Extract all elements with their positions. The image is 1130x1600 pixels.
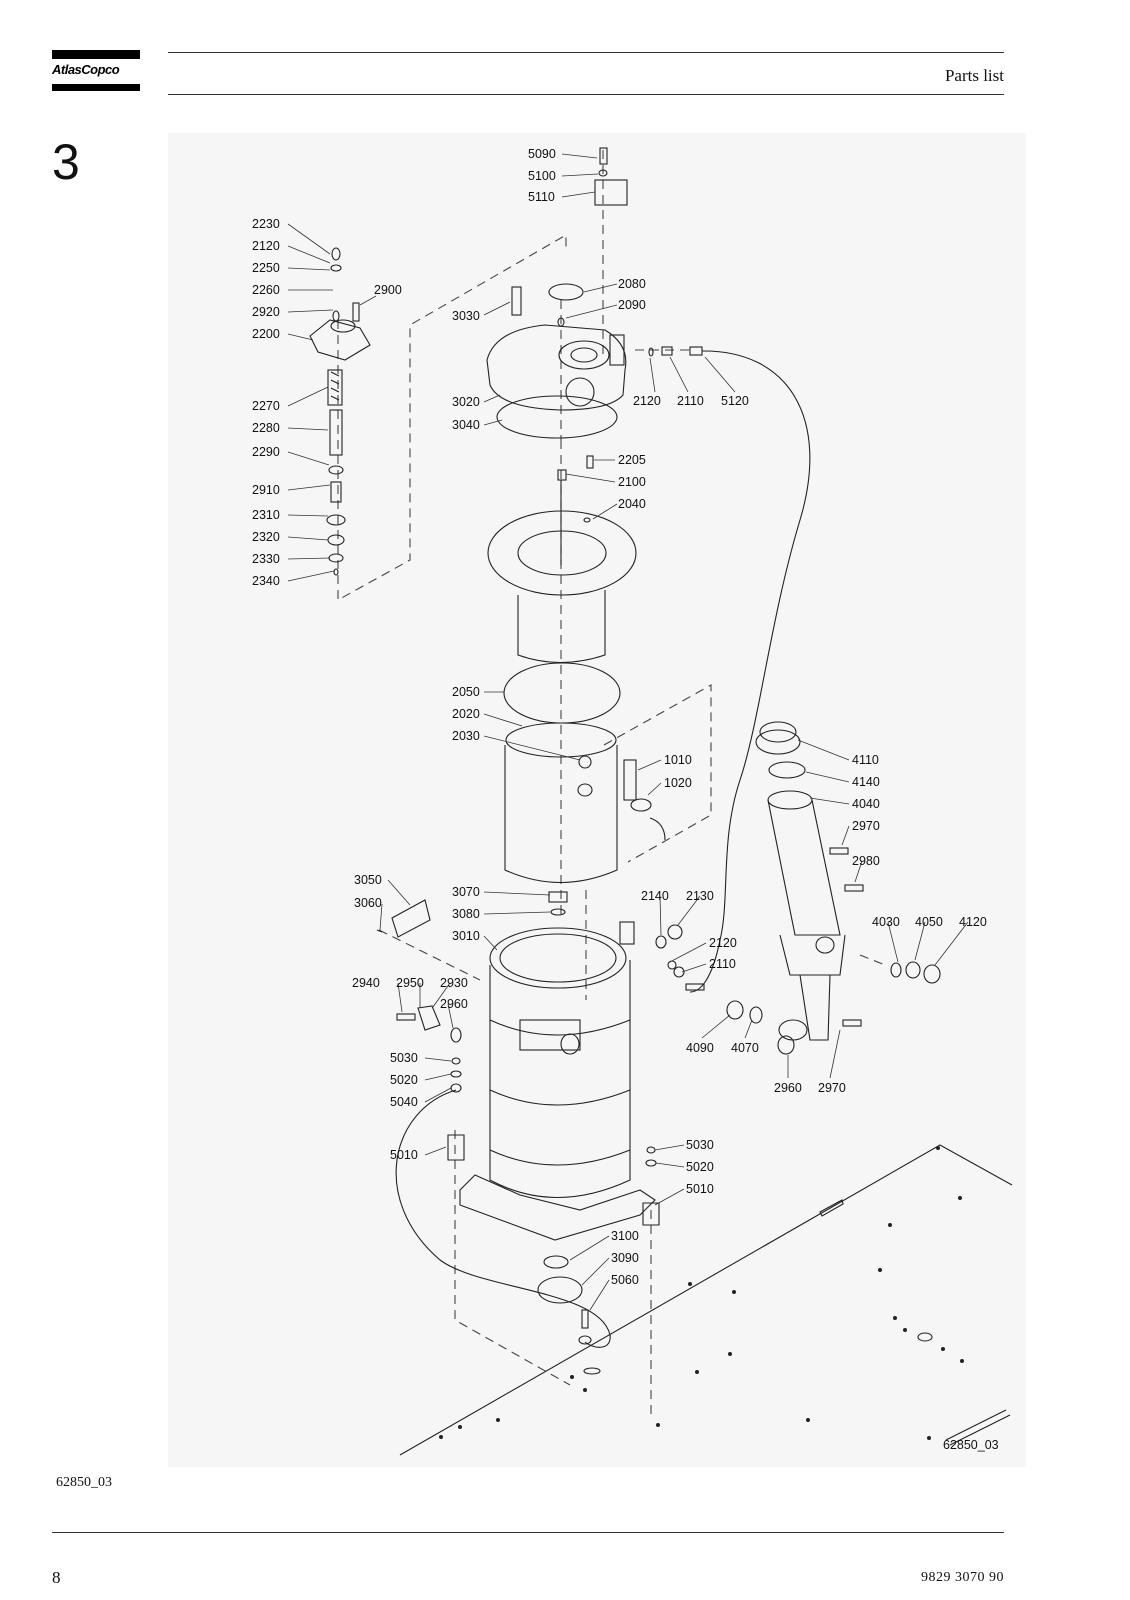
header-rule-bottom bbox=[168, 94, 1004, 95]
exploded-parts-drawing: 2230 2120 2250 2260 2920 2900 2200 2270 … bbox=[252, 147, 1013, 1456]
callout-2110-cover: 2110 bbox=[677, 394, 704, 408]
callout-5120: 5120 bbox=[721, 394, 749, 408]
callout-2340: 2340 bbox=[252, 574, 280, 588]
callout-2120-cover: 2120 bbox=[633, 394, 661, 408]
callout-2940: 2940 bbox=[352, 976, 380, 990]
exploded-drawing-panel: 2230 2120 2250 2260 2920 2900 2200 2270 … bbox=[168, 133, 1026, 1467]
callout-1020: 1020 bbox=[664, 776, 692, 790]
section-number: 3 bbox=[52, 134, 80, 190]
logo-bar-top bbox=[52, 50, 140, 59]
callout-5030: 5030 bbox=[390, 1051, 418, 1065]
callout-5100: 5100 bbox=[528, 169, 556, 183]
callout-4090: 4090 bbox=[686, 1041, 714, 1055]
document-number: 9829 3070 90 bbox=[921, 1570, 1004, 1585]
page-header-title: Parts list bbox=[944, 66, 1004, 85]
plate-3050 bbox=[391, 899, 431, 938]
callout-1010: 1010 bbox=[664, 753, 692, 767]
callout-4030: 4030 bbox=[872, 915, 900, 929]
callout-2090: 2090 bbox=[618, 298, 646, 312]
callout-2100: 2100 bbox=[618, 475, 646, 489]
drawing-id-label: 62850_03 bbox=[943, 1438, 999, 1452]
callout-3040: 3040 bbox=[452, 418, 480, 432]
callout-2920: 2920 bbox=[252, 305, 280, 319]
callout-3100: 3100 bbox=[611, 1229, 639, 1243]
callout-2950: 2950 bbox=[396, 976, 424, 990]
figure-caption: 62850_03 bbox=[56, 1475, 112, 1490]
callout-2960-filter: 2960 bbox=[774, 1081, 802, 1095]
callout-2970: 2970 bbox=[852, 819, 880, 833]
hose-5120 bbox=[689, 350, 811, 993]
callout-2230: 2230 bbox=[252, 217, 280, 231]
callout-3030: 3030 bbox=[452, 309, 480, 323]
callout-2120-housing: 2120 bbox=[709, 936, 737, 950]
callout-2020: 2020 bbox=[452, 707, 480, 721]
callout-5020-right: 5020 bbox=[686, 1160, 714, 1174]
callout-2110-housing: 2110 bbox=[709, 957, 736, 971]
callout-2270: 2270 bbox=[252, 399, 280, 413]
header-rule-top bbox=[168, 52, 1004, 53]
callout-2980: 2980 bbox=[852, 854, 880, 868]
callout-4120: 4120 bbox=[959, 915, 987, 929]
callout-5030-right: 5030 bbox=[686, 1138, 714, 1152]
cover-3020 bbox=[486, 283, 703, 439]
housing-3010 bbox=[459, 927, 656, 1241]
callout-2280: 2280 bbox=[252, 421, 280, 435]
filter-assembly-4040 bbox=[755, 721, 941, 1041]
callout-2205: 2205 bbox=[618, 453, 646, 467]
callout-4040: 4040 bbox=[852, 797, 880, 811]
callout-4050: 4050 bbox=[915, 915, 943, 929]
callout-5010-right: 5010 bbox=[686, 1182, 714, 1196]
callout-2290: 2290 bbox=[252, 445, 280, 459]
callout-2040: 2040 bbox=[618, 497, 646, 511]
callout-3060: 3060 bbox=[354, 896, 382, 910]
cylinder-2020 bbox=[504, 722, 618, 883]
callout-2080: 2080 bbox=[618, 277, 646, 291]
callout-2200: 2200 bbox=[252, 327, 280, 341]
callout-2310: 2310 bbox=[252, 508, 280, 522]
callout-2050: 2050 bbox=[452, 685, 480, 699]
callout-2970-filter: 2970 bbox=[818, 1081, 846, 1095]
callout-3080: 3080 bbox=[452, 907, 480, 921]
callout-2120: 2120 bbox=[252, 239, 280, 253]
page-number: 8 bbox=[52, 1568, 61, 1587]
callout-2900: 2900 bbox=[374, 283, 402, 297]
callout-2320: 2320 bbox=[252, 530, 280, 544]
valve-assembly-parts bbox=[309, 247, 371, 576]
callout-3070: 3070 bbox=[452, 885, 480, 899]
footer-rule bbox=[52, 1532, 1004, 1533]
callout-2260: 2260 bbox=[252, 283, 280, 297]
callout-2960: 2960 bbox=[440, 997, 468, 1011]
callout-4140: 4140 bbox=[852, 775, 880, 789]
callout-5110: 5110 bbox=[528, 190, 555, 204]
callout-5010: 5010 bbox=[390, 1148, 418, 1162]
callout-3090: 3090 bbox=[611, 1251, 639, 1265]
callout-2910: 2910 bbox=[252, 483, 280, 497]
callout-3050: 3050 bbox=[354, 873, 382, 887]
callout-2130: 2130 bbox=[686, 889, 714, 903]
callout-3010: 3010 bbox=[452, 929, 480, 943]
callout-5040: 5040 bbox=[390, 1095, 418, 1109]
flange-2040 bbox=[487, 510, 637, 664]
callout-4110: 4110 bbox=[852, 753, 879, 767]
callout-2930: 2930 bbox=[440, 976, 468, 990]
logo-bar-bottom bbox=[52, 84, 140, 91]
base-frame bbox=[399, 1144, 1013, 1456]
callout-5090: 5090 bbox=[528, 147, 556, 161]
callout-5020: 5020 bbox=[390, 1073, 418, 1087]
callout-4070: 4070 bbox=[731, 1041, 759, 1055]
callout-2330: 2330 bbox=[252, 552, 280, 566]
callout-2250: 2250 bbox=[252, 261, 280, 275]
callout-3020: 3020 bbox=[452, 395, 480, 409]
callout-5060: 5060 bbox=[611, 1273, 639, 1287]
callout-2030: 2030 bbox=[452, 729, 480, 743]
company-logo: AtlasCopco bbox=[52, 62, 120, 77]
callout-2140: 2140 bbox=[641, 889, 669, 903]
